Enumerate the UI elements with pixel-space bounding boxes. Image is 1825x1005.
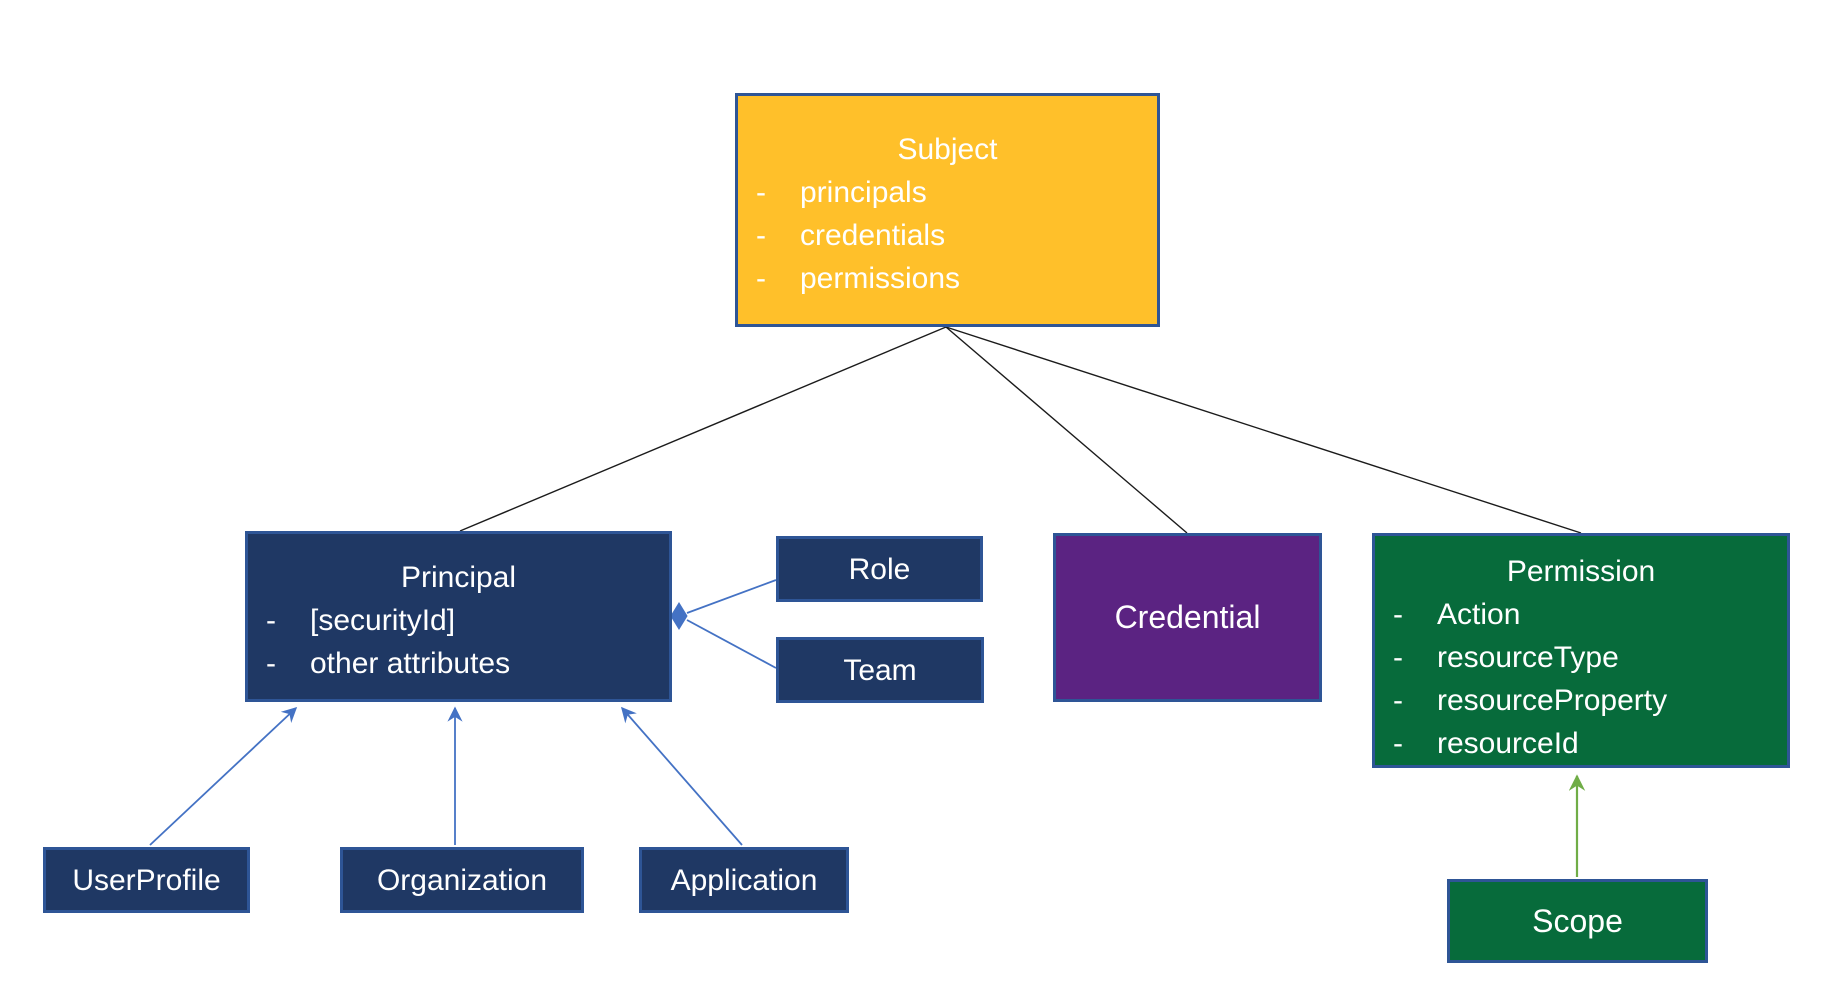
edge-userprofile-principal <box>149 706 298 846</box>
subject-attribute-label: principals <box>800 176 927 209</box>
permission-attribute-label: resourceType <box>1437 641 1619 674</box>
subject-attribute-label: permissions <box>800 262 961 295</box>
credential-label: Credential <box>1114 599 1261 635</box>
permission-attribute-label: Action <box>1437 598 1521 631</box>
permission-attribute-label: resourceProperty <box>1437 684 1668 717</box>
scope-label: Scope <box>1532 902 1623 939</box>
bullet-dash: - <box>266 604 276 637</box>
aggregation-diamond-icon <box>670 602 688 630</box>
principal-attribute-label: [securityId] <box>310 604 456 637</box>
permission-attribute-label: resourceId <box>1437 727 1579 760</box>
node-organization: Organization <box>340 847 584 913</box>
userprofile-label: UserProfile <box>72 863 221 897</box>
edge-role-principal <box>686 579 777 614</box>
bullet-dash: - <box>1393 598 1403 631</box>
subject-attribute-label: credentials <box>800 219 946 252</box>
bullet-dash: - <box>756 262 766 295</box>
bullet-dash: - <box>1393 727 1403 760</box>
bullet-dash: - <box>756 219 766 252</box>
role-label: Role <box>848 552 911 586</box>
permission-attribute: - resourceId <box>1375 722 1787 765</box>
edge-team-principal <box>686 619 777 669</box>
bullet-dash: - <box>756 176 766 209</box>
edge-subject-permission <box>945 326 1582 534</box>
organization-label: Organization <box>376 863 548 897</box>
node-subject: Subject - principals - credentials - per… <box>735 93 1160 327</box>
subject-attribute: - permissions <box>738 257 1157 300</box>
node-userprofile: UserProfile <box>43 847 250 913</box>
subject-attribute: - credentials <box>738 214 1157 257</box>
permission-attribute: - Action <box>1375 593 1787 636</box>
node-principal: Principal - [securityId] - other attribu… <box>245 531 672 702</box>
principal-attribute-label: other attributes <box>310 647 511 680</box>
bullet-dash: - <box>1393 684 1403 717</box>
principal-attribute: - [securityId] <box>248 599 669 642</box>
subject-attribute: - principals <box>738 171 1157 214</box>
bullet-dash: - <box>266 647 276 680</box>
edge-application-principal <box>620 706 743 846</box>
permission-title: Permission <box>1506 555 1656 588</box>
application-label: Application <box>670 863 818 897</box>
permission-attribute: - resourceType <box>1375 636 1787 679</box>
node-application: Application <box>639 847 849 913</box>
bullet-dash: - <box>1393 641 1403 674</box>
node-team: Team <box>776 637 984 703</box>
permission-attribute: - resourceProperty <box>1375 679 1787 722</box>
node-role: Role <box>776 536 983 602</box>
principal-attribute: - other attributes <box>248 642 669 685</box>
edge-subject-credential <box>945 326 1188 534</box>
subject-title: Subject <box>897 133 998 166</box>
node-scope: Scope <box>1447 879 1708 963</box>
node-credential: Credential <box>1053 533 1322 702</box>
edge-subject-principal <box>459 326 947 532</box>
principal-title: Principal <box>400 561 517 594</box>
team-label: Team <box>843 653 917 687</box>
node-permission: Permission - Action - resourceType - res… <box>1372 533 1790 768</box>
